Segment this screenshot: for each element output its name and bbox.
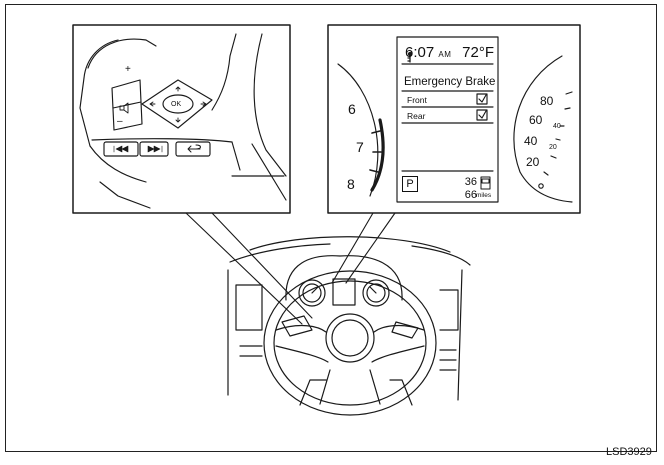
- callout-lines: [185, 212, 396, 325]
- speed-label-20: 20: [526, 155, 540, 169]
- odometer-unit: miles: [476, 192, 492, 199]
- speed-label-60: 60: [529, 113, 543, 127]
- fuel-range-value: 36: [464, 176, 477, 188]
- cluster-detail-drawing: [337, 36, 573, 203]
- outside-temperature: 72°F: [462, 44, 494, 61]
- speed-label-80: 80: [540, 94, 554, 108]
- speed-label-40: 40: [524, 134, 538, 148]
- brake-row-rear: Rear: [407, 111, 426, 121]
- steering-wheel: [227, 236, 471, 416]
- volume-minus-label: –: [117, 116, 123, 127]
- cluster-detail-panel: [327, 24, 581, 214]
- brake-row-front: Front: [407, 95, 427, 105]
- speed-minor-40: 40: [553, 123, 561, 130]
- clock-readout: 6:07 AM: [405, 44, 452, 61]
- odometer-value: 66: [464, 189, 477, 201]
- tachometer-label-8: 8: [347, 176, 355, 192]
- switch-detail-drawing: [79, 33, 287, 209]
- tachometer-label-6: 6: [348, 101, 356, 117]
- illustration-frame: [5, 4, 657, 452]
- figure-reference: LSD3929: [606, 446, 652, 458]
- tachometer-label-7: 7: [356, 139, 364, 155]
- switch-detail-panel: [72, 24, 291, 214]
- volume-plus-label: +: [125, 64, 131, 75]
- ok-button[interactable]: OK: [171, 101, 182, 108]
- gear-indicator: P: [402, 176, 418, 192]
- warning-title: Emergency Brake: [404, 76, 496, 88]
- speed-minor-20: 20: [549, 144, 557, 151]
